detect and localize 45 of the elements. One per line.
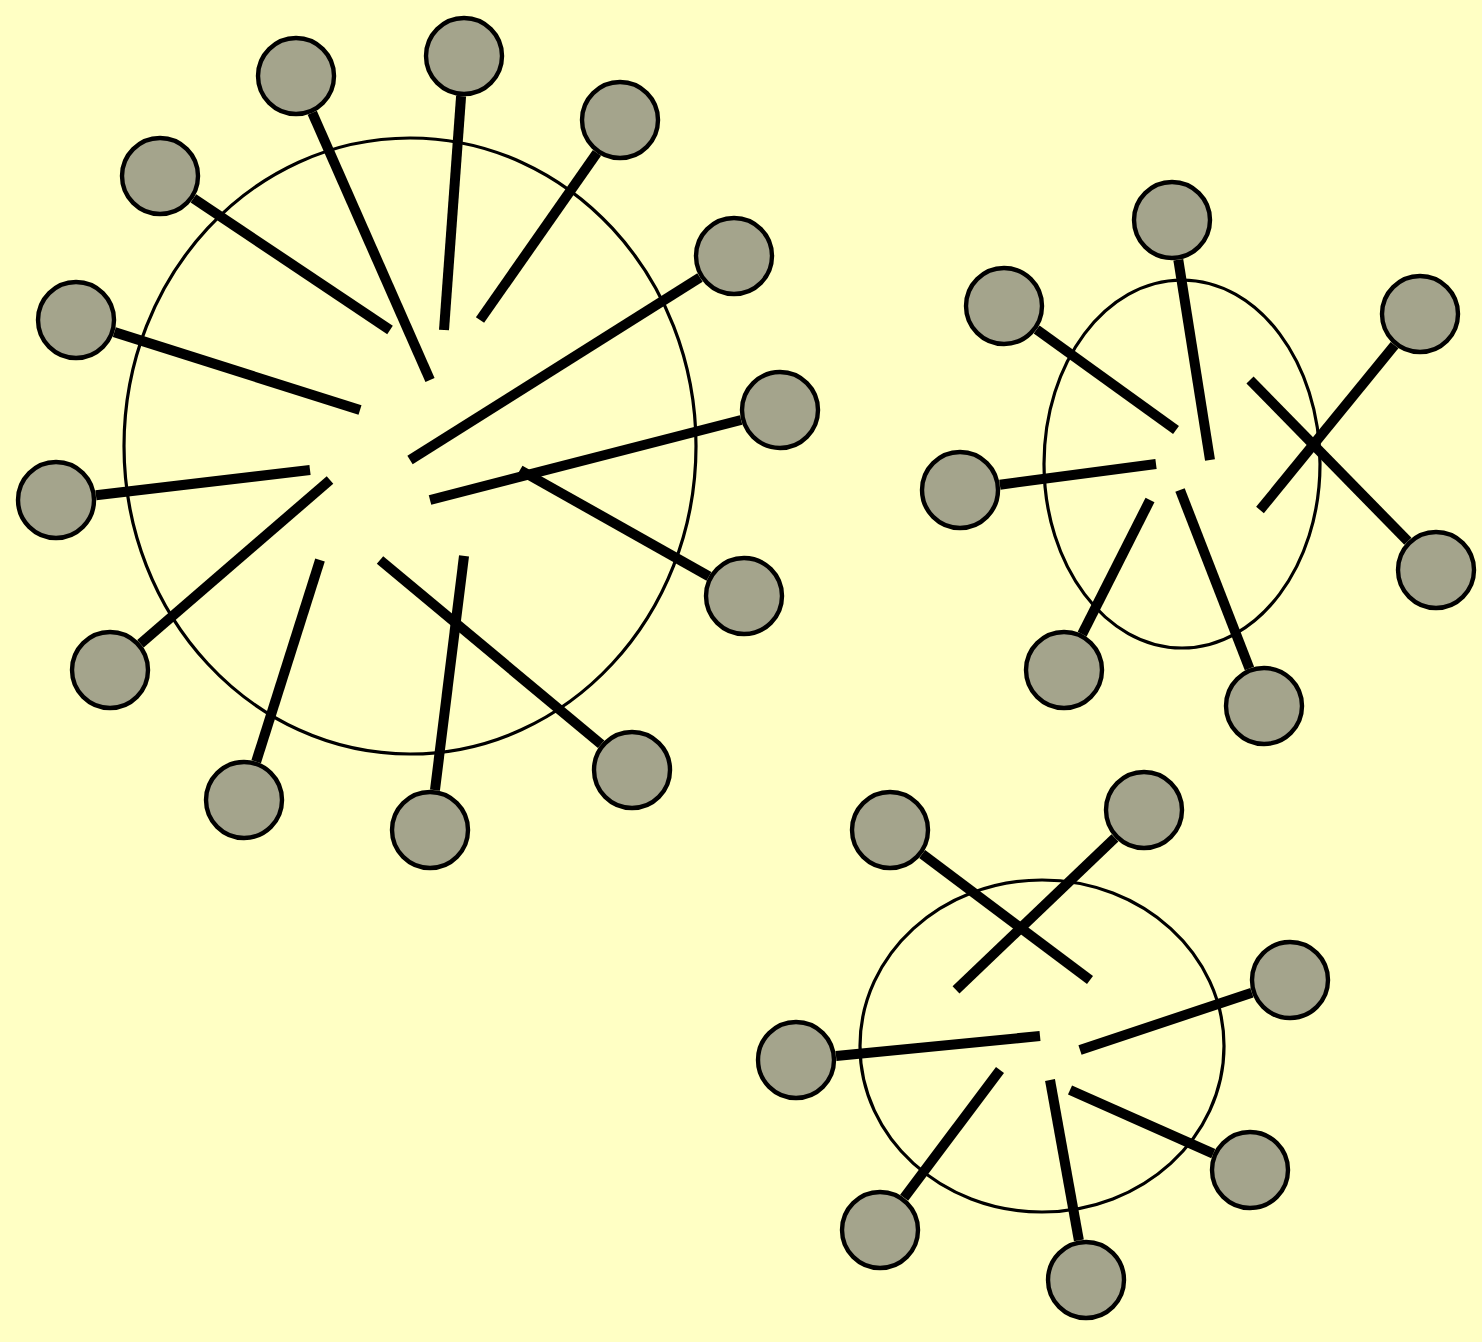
knob [1223, 665, 1305, 747]
stick [517, 465, 712, 581]
stick [430, 555, 469, 791]
stick [952, 834, 1119, 994]
stick [439, 95, 467, 331]
stick [376, 556, 605, 749]
stick [919, 850, 1093, 984]
knob [255, 35, 337, 117]
knob [849, 789, 931, 871]
knob [1023, 629, 1105, 711]
knob [423, 15, 505, 97]
ring [1042, 278, 1322, 650]
ring [858, 878, 1226, 1214]
knob [839, 1189, 921, 1271]
stick [428, 415, 743, 505]
knob [963, 265, 1045, 347]
knob [755, 1019, 837, 1101]
knob [35, 279, 117, 361]
knob [1395, 529, 1477, 611]
knob [1045, 1239, 1127, 1321]
stick [1246, 376, 1412, 545]
knob [591, 729, 673, 811]
stick [1077, 497, 1155, 637]
knob [579, 79, 661, 161]
stick [137, 476, 334, 648]
knob [693, 215, 775, 297]
stick [190, 194, 393, 335]
knob [1103, 769, 1185, 851]
knob [1131, 179, 1213, 261]
stick [1256, 341, 1399, 514]
knob [203, 759, 285, 841]
knob [1379, 273, 1461, 355]
knob [739, 369, 821, 451]
knob [119, 135, 201, 217]
knob [389, 789, 471, 871]
knob [15, 459, 97, 541]
stick [1067, 1085, 1216, 1159]
knob [1209, 1129, 1291, 1211]
stick [307, 110, 435, 382]
knob [703, 555, 785, 637]
stick [251, 558, 325, 764]
knob [1249, 939, 1331, 1021]
knob [69, 629, 151, 711]
knob [919, 449, 1001, 531]
ring [122, 136, 698, 756]
